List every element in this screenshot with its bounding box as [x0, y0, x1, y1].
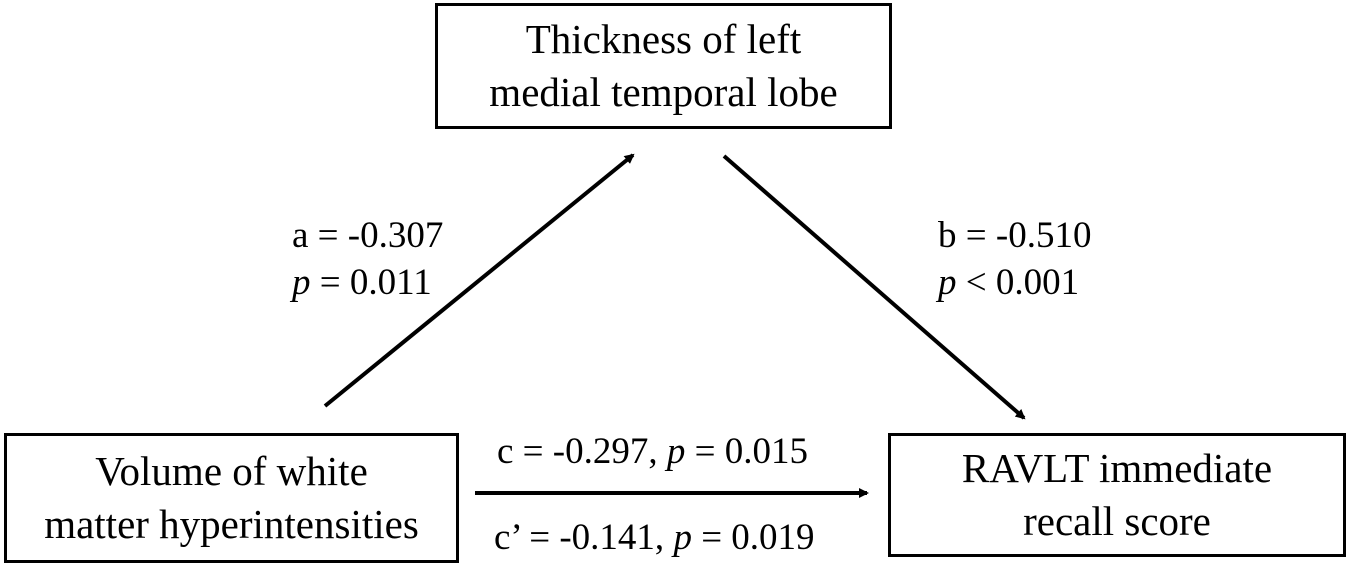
path-c-prime-coefficient: c’ = -0.141, — [494, 517, 674, 558]
path-a-coefficient: a = -0.307 — [292, 215, 444, 256]
path-a-p-symbol: p — [292, 262, 311, 303]
path-b-label: b = -0.510 p < 0.001 — [938, 212, 1091, 306]
predictor-label-line2: matter hyperintensities — [44, 501, 419, 547]
arrow-b-mediator-to-outcome — [722, 154, 1026, 420]
path-a-label: a = -0.307 p = 0.011 — [292, 212, 443, 306]
path-b-p-text: < 0.001 — [956, 262, 1080, 303]
mediator-label-line2: medial temporal lobe — [489, 69, 838, 115]
outcome-label-line2: recall score — [1023, 498, 1211, 544]
path-c-label: c = -0.297, p = 0.015 — [497, 428, 808, 475]
predictor-box: Volume of white matter hyperintensities — [4, 433, 459, 563]
mediator-label-line1: Thickness of left — [525, 15, 802, 62]
arrow-a-predictor-to-mediator — [323, 153, 635, 408]
path-b-p-symbol: p — [938, 262, 957, 303]
path-c-coefficient: c = -0.297, — [497, 431, 667, 472]
path-c-prime-p-symbol: p — [673, 517, 692, 558]
path-a-pvalue: p = 0.011 — [292, 259, 443, 306]
outcome-label-line1: RAVLT immediate — [961, 444, 1273, 491]
outcome-box: RAVLT immediate recall score — [888, 433, 1346, 557]
path-c-p-text: = 0.015 — [685, 431, 808, 472]
path-c-p-symbol: p — [666, 431, 686, 472]
path-c-prime-p-text: = 0.019 — [691, 517, 815, 558]
path-c-prime-label: c’ = -0.141, p = 0.019 — [494, 514, 815, 561]
mediator-box: Thickness of left medial temporal lobe — [435, 3, 892, 129]
path-b-pvalue: p < 0.001 — [938, 259, 1091, 306]
predictor-label-line1: Volume of white — [95, 447, 368, 494]
path-a-p-text: = 0.011 — [310, 262, 432, 303]
path-b-coefficient: b = -0.510 — [938, 215, 1092, 256]
